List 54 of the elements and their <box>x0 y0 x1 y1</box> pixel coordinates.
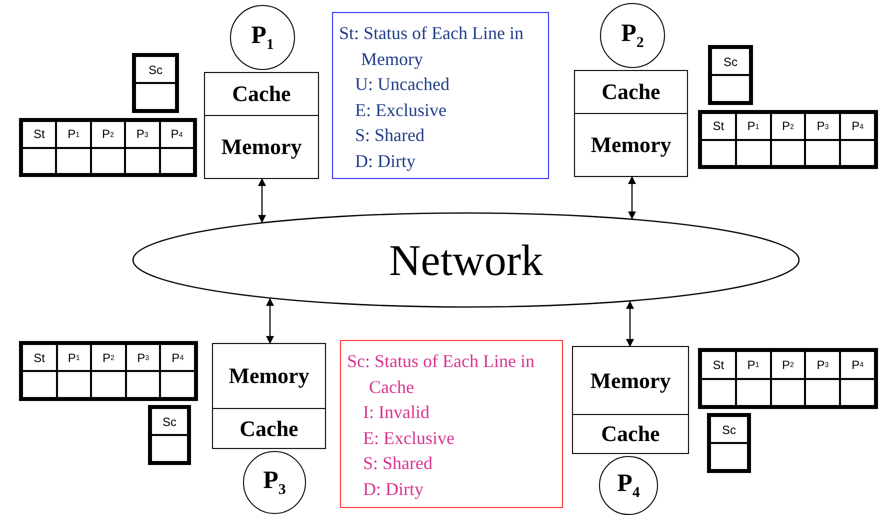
cache-state-table <box>707 413 751 473</box>
double-arrow <box>266 298 274 344</box>
header-cell: St <box>22 121 56 148</box>
section-label: Cache <box>573 414 688 453</box>
legend-item: S: Shared <box>362 452 434 475</box>
directory-table <box>698 348 878 409</box>
header-cell: St <box>701 113 736 140</box>
legend-item: S: Shared <box>354 124 426 147</box>
node-box <box>574 70 688 177</box>
section-label: Cache <box>600 78 662 106</box>
processor-label: P$_{4}$ <box>617 470 640 502</box>
processor-label: P$_{1}$ <box>251 22 274 54</box>
header-cell: Sc <box>711 48 750 75</box>
double-arrow <box>626 300 634 347</box>
legend-item: U: Uncached <box>354 73 450 96</box>
legend-box <box>332 12 549 179</box>
legend-heading: St: Status of Each Line in Memory <box>339 22 524 71</box>
network-ellipse <box>132 212 800 308</box>
section-label: Cache <box>231 80 292 108</box>
directory-table <box>19 118 197 177</box>
section-label: Cache <box>213 408 325 448</box>
cache-state-table <box>148 405 191 465</box>
section-label: Memory <box>575 113 687 176</box>
header-cell: St <box>22 344 57 371</box>
processor-circle <box>600 3 665 68</box>
section-label: Memory <box>589 366 672 395</box>
section-label: Memory <box>228 362 310 390</box>
header-cell: Sc <box>710 416 748 443</box>
node-box <box>204 72 319 179</box>
legend-box <box>340 340 563 508</box>
legend-heading: Sc: Status of Each Line in Cache <box>347 350 536 398</box>
cache-state-table <box>132 53 179 113</box>
header-cell: Sc <box>135 56 176 83</box>
directory-table <box>19 341 198 401</box>
cache-state-table <box>708 45 753 105</box>
legend-item: E: Exclusive <box>362 426 456 450</box>
legend-item: E: Exclusive <box>354 98 448 122</box>
legend-item: D: Dirty <box>362 478 424 501</box>
processor-circle <box>230 5 295 70</box>
legend-item: I: Invalid <box>362 401 430 424</box>
processor-circle <box>243 451 306 514</box>
node-box <box>572 346 689 454</box>
header-cell: St <box>701 351 736 378</box>
double-arrow <box>258 178 266 223</box>
double-arrow <box>628 176 636 220</box>
directory-table <box>698 110 878 169</box>
processor-label: P$_{3}$ <box>263 466 286 498</box>
network-label: Network <box>389 234 543 286</box>
processor-label: P$_{2}$ <box>621 20 644 52</box>
header-cell: Sc <box>151 408 188 435</box>
node-box <box>212 343 326 449</box>
processor-circle <box>599 456 658 515</box>
legend-item: D: Dirty <box>354 150 416 173</box>
section-label: Memory <box>205 115 318 178</box>
